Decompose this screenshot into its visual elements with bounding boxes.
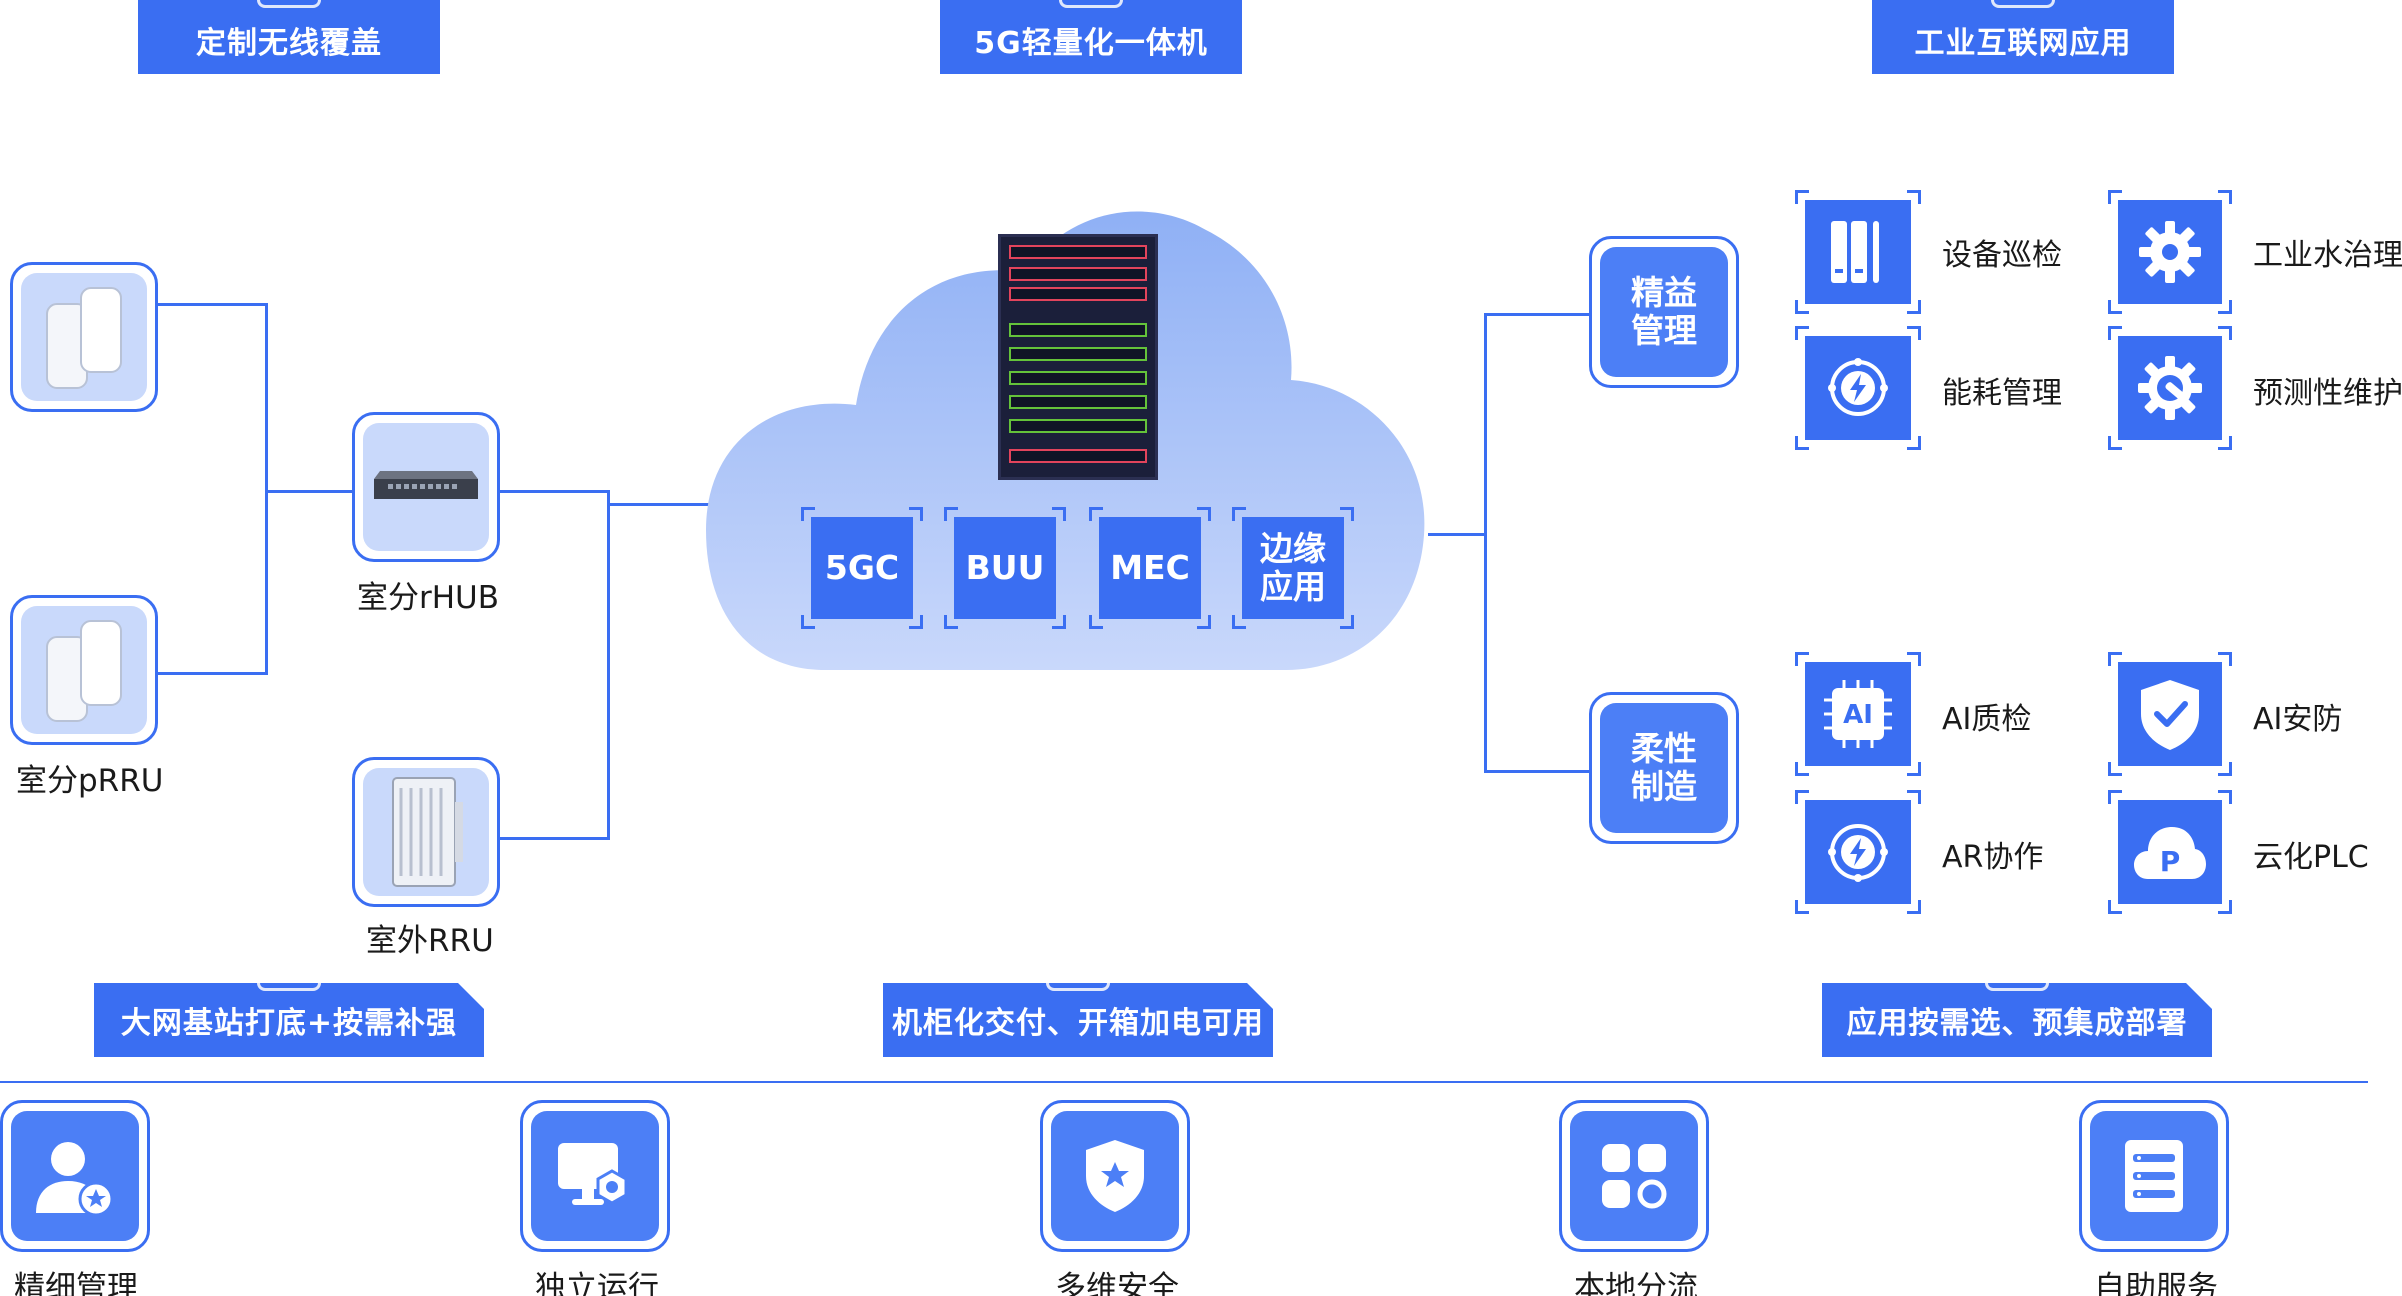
document-list-icon	[2125, 1140, 2183, 1212]
connector-line	[500, 490, 610, 493]
rack-unit	[1009, 245, 1147, 259]
energy-bolt-icon	[1828, 358, 1888, 416]
app-ai-security	[2108, 652, 2232, 776]
ar-bolt-icon	[1828, 824, 1888, 882]
tag-cabinet-delivery: 机柜化交付、开箱加电可用	[883, 983, 1273, 1057]
connector-line	[500, 837, 610, 840]
app-energy-label: 能耗管理	[1942, 376, 2062, 411]
rru-icon	[392, 777, 463, 887]
rack-unit	[1009, 395, 1147, 409]
group-fine-management: 精益管理	[1589, 236, 1739, 388]
monitor-gear-icon	[558, 1143, 628, 1205]
feature-local-offload	[1559, 1100, 1709, 1252]
tag-tab	[1985, 981, 2049, 991]
rack-unit	[1009, 267, 1147, 281]
feature-self-service	[2079, 1100, 2229, 1252]
server-rack-icon	[1831, 221, 1879, 283]
app-water-treatment	[2108, 190, 2232, 314]
svg-text:AI: AI	[1843, 700, 1873, 730]
tag-tab	[1991, 0, 2055, 8]
connector-line	[265, 490, 355, 493]
app-ar-collaboration	[1795, 790, 1921, 914]
shield-star-icon	[1086, 1140, 1144, 1212]
app-ai-security-label: AI安防	[2253, 702, 2343, 737]
feature-multi-security-label: 多维安全	[1055, 1270, 1179, 1296]
feature-multi-security	[1040, 1100, 1190, 1252]
app-ar-collaboration-label: AR协作	[1942, 840, 2044, 875]
app-cloud-plc: P	[2108, 790, 2232, 914]
app-inspection	[1795, 190, 1921, 314]
tag-tab	[1046, 981, 1110, 991]
feature-independent-operation-label: 独立运行	[535, 1270, 659, 1296]
connector-line	[158, 672, 268, 675]
rhub-label: 室分rHUB	[357, 580, 500, 616]
connector-line	[1484, 313, 1592, 316]
server-rack	[998, 234, 1158, 480]
rack-unit	[1009, 419, 1147, 433]
rack-unit	[1009, 323, 1147, 337]
connector-line	[607, 490, 610, 840]
connector-line	[1484, 313, 1487, 773]
switch-icon	[374, 471, 478, 499]
rru-device	[352, 757, 500, 907]
rack-unit	[1009, 347, 1147, 361]
rru-label: 室外RRU	[366, 923, 494, 959]
module-5gc: 5GC	[801, 507, 923, 629]
tag-tab	[257, 981, 321, 991]
group-flexible-manufacturing: 柔性制造	[1589, 692, 1739, 844]
app-predictive-maintenance-label: 预测性维护	[2253, 376, 2402, 411]
section-divider	[0, 1081, 2368, 1083]
prru-device-bottom	[10, 595, 158, 745]
tag-industrial-internet: 工业互联网应用	[1872, 0, 2174, 74]
shield-check-icon	[2141, 680, 2199, 750]
gear-wrench-icon	[2138, 356, 2202, 420]
prru-label: 室分pRRU	[16, 763, 164, 799]
app-cloud-plc-label: 云化PLC	[2253, 840, 2369, 875]
app-energy	[1795, 326, 1921, 450]
cloud-p-icon: P	[2134, 827, 2206, 879]
app-ai-quality: AI	[1795, 652, 1921, 776]
feature-fine-management	[0, 1100, 150, 1252]
tag-custom-wireless: 定制无线覆盖	[138, 0, 440, 74]
connector-line	[1484, 770, 1592, 773]
svg-text:P: P	[2160, 845, 2181, 878]
tag-5g-all-in-one: 5G轻量化一体机	[940, 0, 1242, 74]
app-ai-quality-label: AI质检	[1942, 702, 2032, 737]
module-buu: BUU	[944, 507, 1066, 629]
tag-tab	[1059, 0, 1123, 8]
tag-macro-base-station: 大网基站打底+按需补强	[94, 983, 484, 1057]
module-edge-app: 边缘应用	[1232, 507, 1354, 629]
ai-chip-icon: AI	[1824, 680, 1892, 748]
feature-independent-operation	[520, 1100, 670, 1252]
module-mec: MEC	[1089, 507, 1211, 629]
prru-icon	[46, 620, 122, 722]
rack-unit	[1009, 371, 1147, 385]
connector-line	[607, 503, 711, 506]
prru-icon	[46, 287, 122, 389]
app-grid-icon	[1602, 1144, 1667, 1209]
connector-line	[1428, 533, 1486, 536]
prru-device-top	[10, 262, 158, 412]
user-star-icon	[36, 1142, 114, 1217]
feature-fine-management-label: 精细管理	[14, 1270, 138, 1296]
tag-on-demand-apps: 应用按需选、预集成部署	[1822, 983, 2212, 1057]
rack-unit	[1009, 449, 1147, 463]
connector-line	[158, 303, 268, 306]
app-water-treatment-label: 工业水治理	[2253, 238, 2402, 273]
gear-icon	[2139, 221, 2201, 283]
connector-line	[265, 303, 268, 675]
rack-unit	[1009, 287, 1147, 301]
app-inspection-label: 设备巡检	[1942, 238, 2062, 273]
rhub-device	[352, 412, 500, 562]
feature-self-service-label: 自助服务	[2094, 1270, 2218, 1296]
app-predictive-maintenance	[2108, 326, 2232, 450]
feature-local-offload-label: 本地分流	[1574, 1270, 1698, 1296]
tag-tab	[257, 0, 321, 8]
